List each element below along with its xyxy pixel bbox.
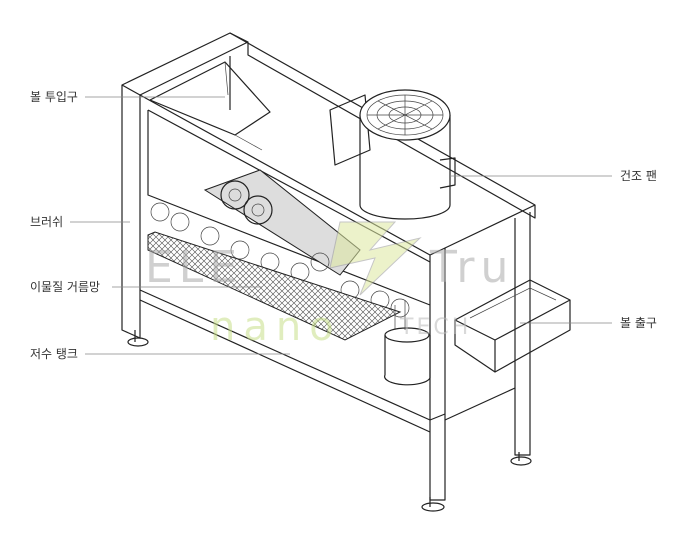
label-drying-fan: 건조 팬 <box>620 169 657 183</box>
brush-rollers <box>150 169 410 318</box>
svg-text:ELE: ELE <box>145 242 243 293</box>
label-brush: 브러쉬 <box>30 215 64 229</box>
label-ball-outlet: 볼 출구 <box>620 316 657 330</box>
ball-outlet-chute <box>454 279 571 373</box>
label-ball-inlet: 볼 투입구 <box>30 90 78 104</box>
drying-fan <box>329 89 456 220</box>
debris-filter-mesh <box>147 231 402 341</box>
label-debris-filter: 이물질 거름망 <box>30 280 101 294</box>
label-water-tank: 저수 탱크 <box>30 347 78 361</box>
watermark-logo: ELE Tru nano TECH <box>145 221 514 350</box>
svg-text:TECH: TECH <box>399 315 471 340</box>
svg-text:nano: nano <box>210 304 342 350</box>
ball-inlet-hopper <box>149 61 271 151</box>
water-tank-pump <box>384 300 431 386</box>
svg-text:Tru: Tru <box>429 242 514 293</box>
leader-lines <box>70 96 612 355</box>
